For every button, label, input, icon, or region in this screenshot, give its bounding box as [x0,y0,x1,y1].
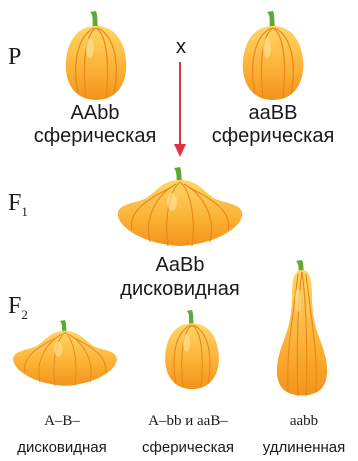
f2-elongated-genotype: aabb [250,413,358,430]
generation-p-label: P [8,44,21,71]
f2-pumpkin-disc [10,318,120,392]
parent1-phenotype: сферическая [0,125,190,147]
f2-elongated-phenotype: удлиненная [250,439,358,456]
f2-pumpkin-sphere [160,308,224,392]
cross-symbol: x [176,36,186,59]
f2-sphere-phenotype: сферическая [124,439,252,456]
f2-disc-genotype: A–B– [0,413,124,430]
generation-f1-label: F1 [8,190,28,220]
f1-pumpkin-disc [114,166,246,252]
parent2-phenotype: сферическая [188,125,358,147]
f1-genotype: AaBb [90,254,270,276]
parent2-pumpkin-sphere [237,10,309,102]
f2-sphere-genotype: A–bb и aaB– [124,413,252,430]
parent1-genotype: AAbb [0,102,190,124]
f1-phenotype: дисковидная [90,278,270,300]
f2-pumpkin-elongated [268,260,336,400]
f2-disc-phenotype: дисковидная [0,439,124,456]
parent1-pumpkin-sphere [60,10,132,102]
parent2-genotype: aaBB [188,102,358,124]
